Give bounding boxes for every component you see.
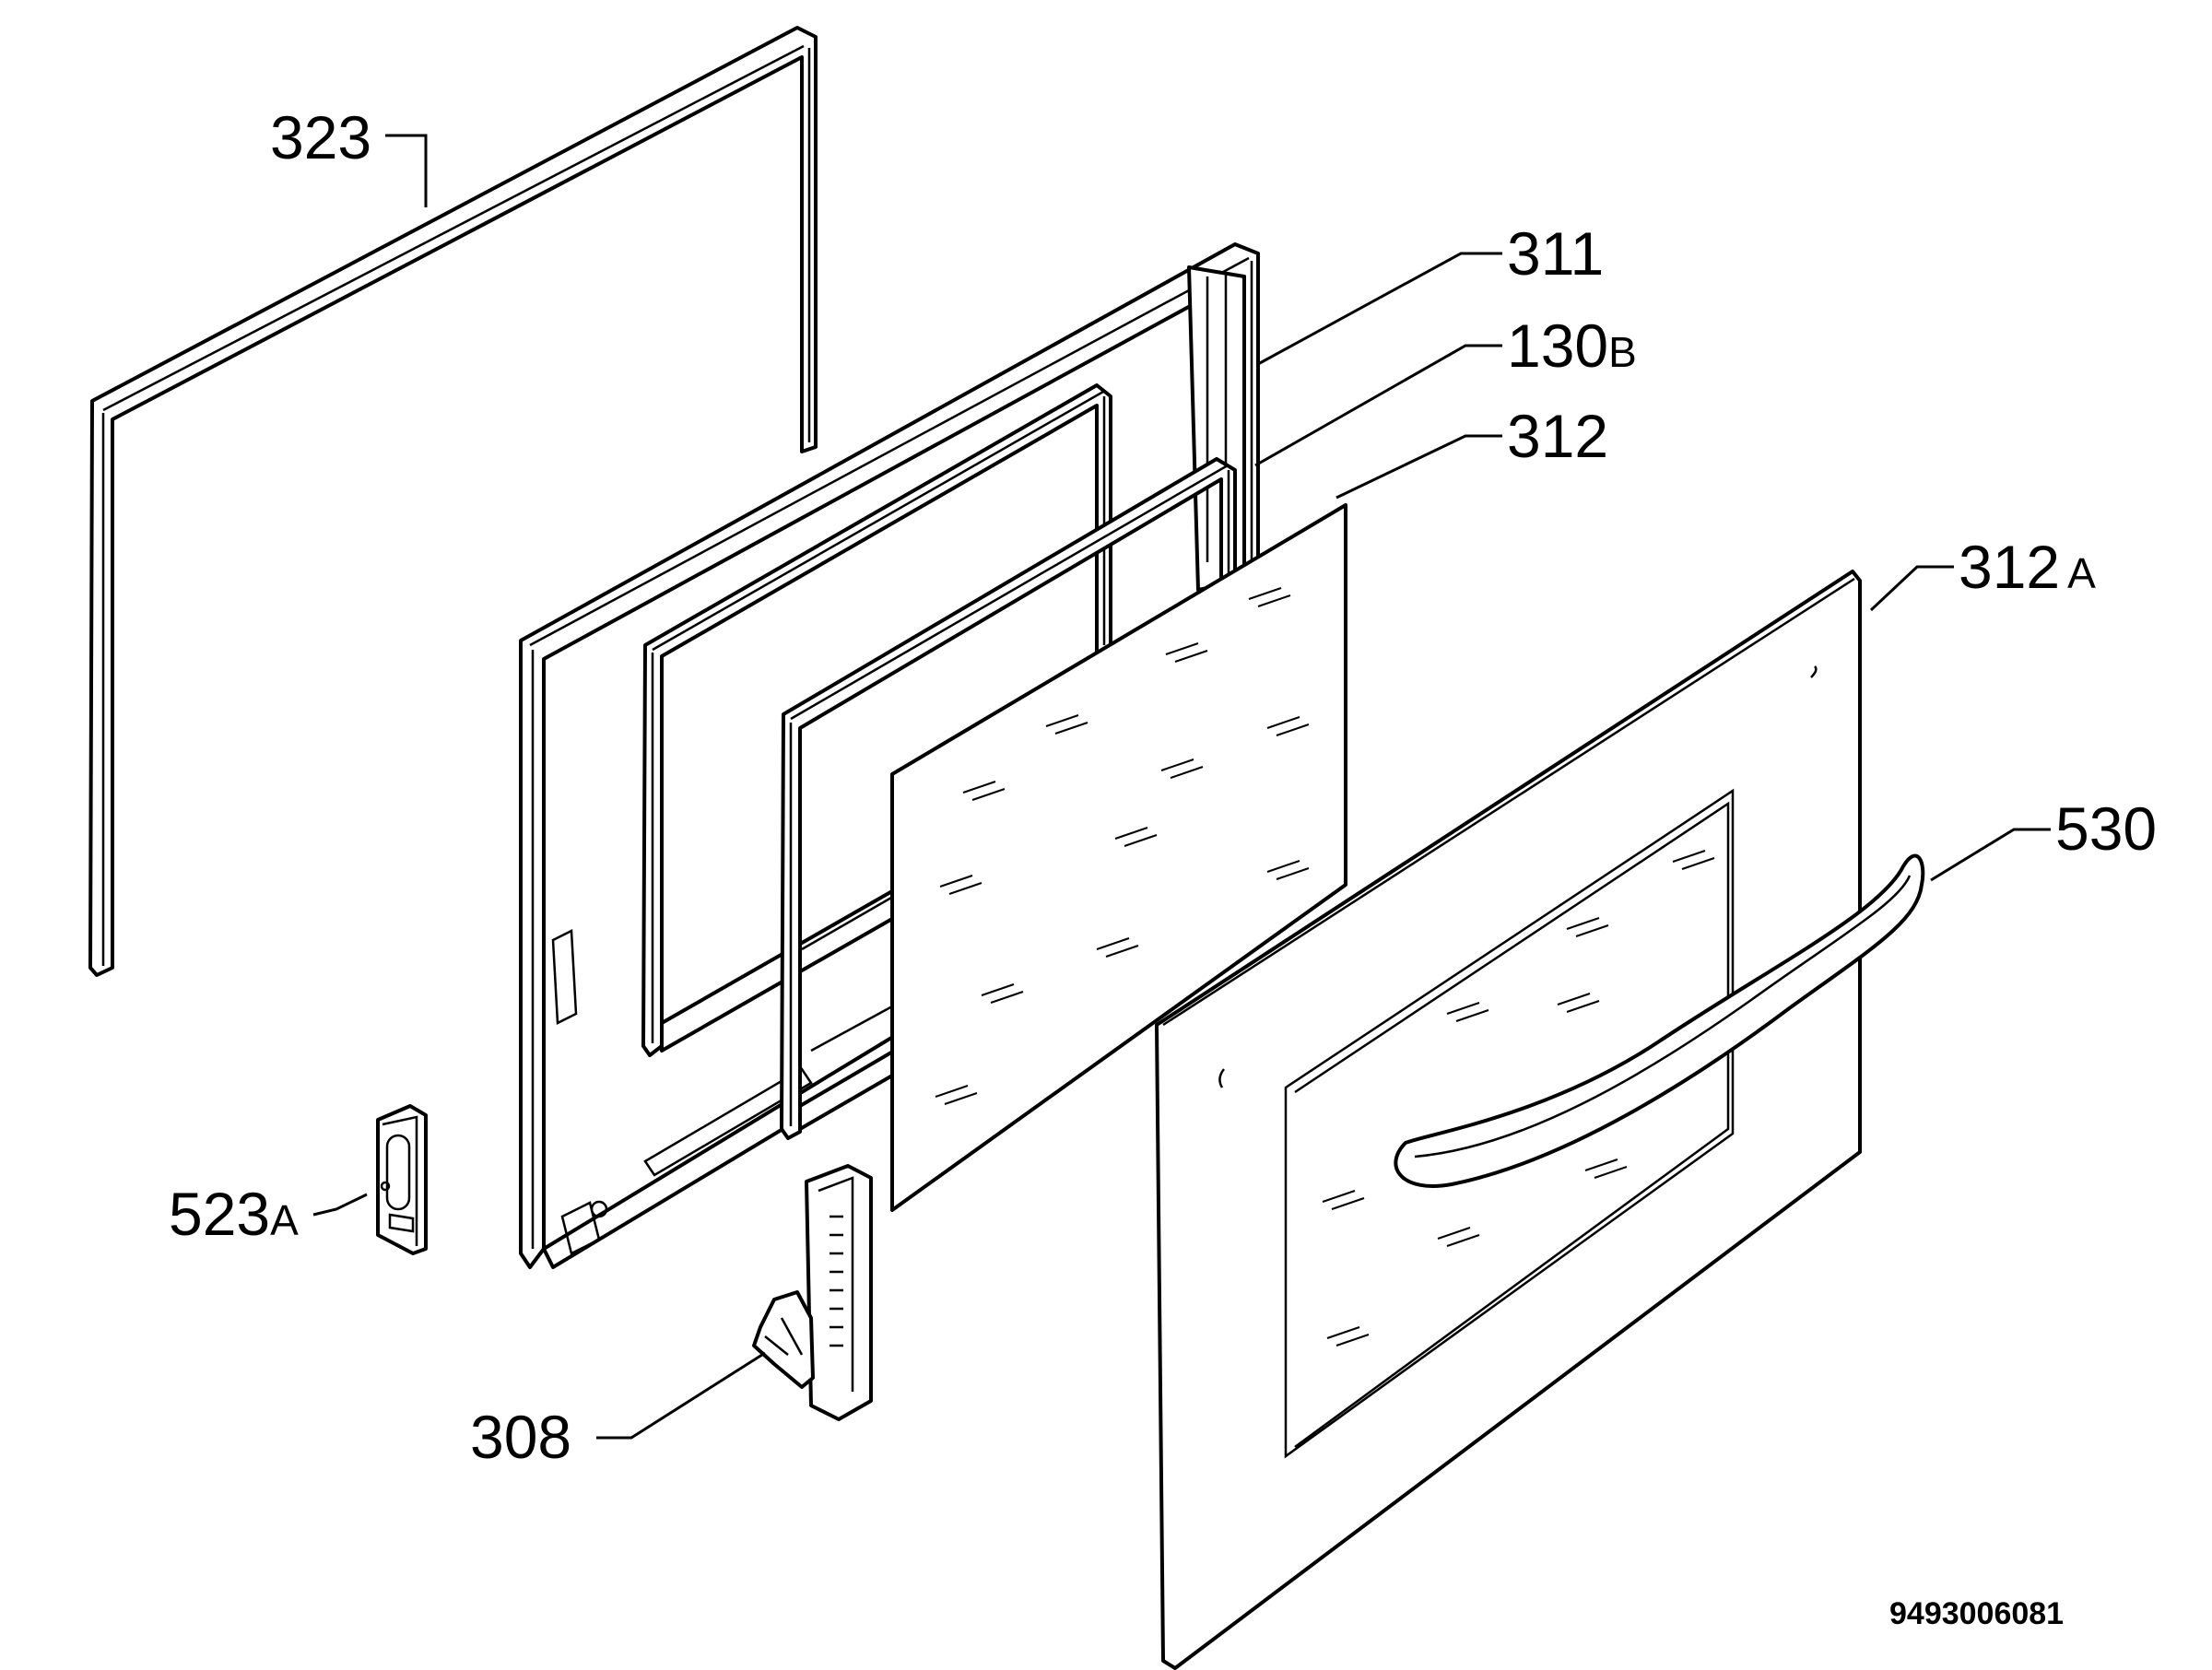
leader-323 xyxy=(385,134,428,207)
part-312-glass-panel xyxy=(890,503,1347,1212)
part-308-hinge xyxy=(752,1164,873,1421)
leader-312a xyxy=(1869,565,1954,612)
leader-312 xyxy=(1335,434,1502,500)
callout-311: 311 xyxy=(1507,219,1604,288)
callout-130b: 130B xyxy=(1507,312,1637,380)
part-323-door-seal xyxy=(88,26,818,977)
leader-311 xyxy=(1257,252,1502,366)
part-523a-door-catch xyxy=(376,1104,428,1255)
callout-312: 312 xyxy=(1507,402,1608,470)
part-530-door-handle xyxy=(1394,853,1925,1188)
leader-523a xyxy=(312,1193,368,1217)
leader-lines xyxy=(312,134,2051,1440)
callout-323: 323 xyxy=(270,103,371,171)
leader-308 xyxy=(596,1351,766,1440)
document-number: 9493006081 xyxy=(1889,1596,2064,1631)
leader-130b xyxy=(1254,344,1502,467)
leader-530 xyxy=(1930,828,2051,882)
callout-530: 530 xyxy=(2055,794,2157,863)
callout-523a: 523A xyxy=(169,1180,299,1248)
callout-308: 308 xyxy=(470,1403,571,1471)
